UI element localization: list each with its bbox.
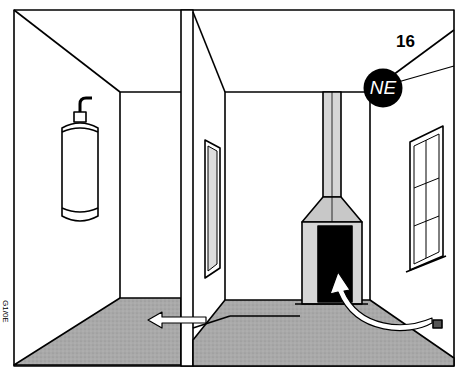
wall-edge (369, 92, 371, 300)
left-floor (14, 298, 181, 365)
wall-edge (120, 91, 181, 93)
airflow-arrow (148, 312, 206, 328)
window (406, 126, 446, 272)
wall-edge (193, 12, 225, 92)
right-floor (193, 300, 454, 366)
fireplace (295, 92, 368, 304)
code-note: G1/0E (1, 300, 10, 323)
compass-badge: NE (363, 68, 403, 108)
water-heater (62, 98, 98, 221)
door-panel (208, 146, 217, 271)
door (205, 140, 220, 278)
wall-edge (14, 10, 120, 92)
wall-edge (225, 91, 370, 93)
airflow-arrow (330, 272, 432, 331)
figure-number: 16 (396, 32, 415, 52)
wall-edge (224, 92, 226, 300)
baseboard (230, 315, 300, 317)
frame (14, 10, 454, 366)
partition-wall (181, 10, 193, 366)
wall-edge (119, 92, 121, 298)
compass-label: NE (363, 68, 403, 108)
air-vent (433, 320, 442, 328)
leader-line (398, 66, 454, 82)
